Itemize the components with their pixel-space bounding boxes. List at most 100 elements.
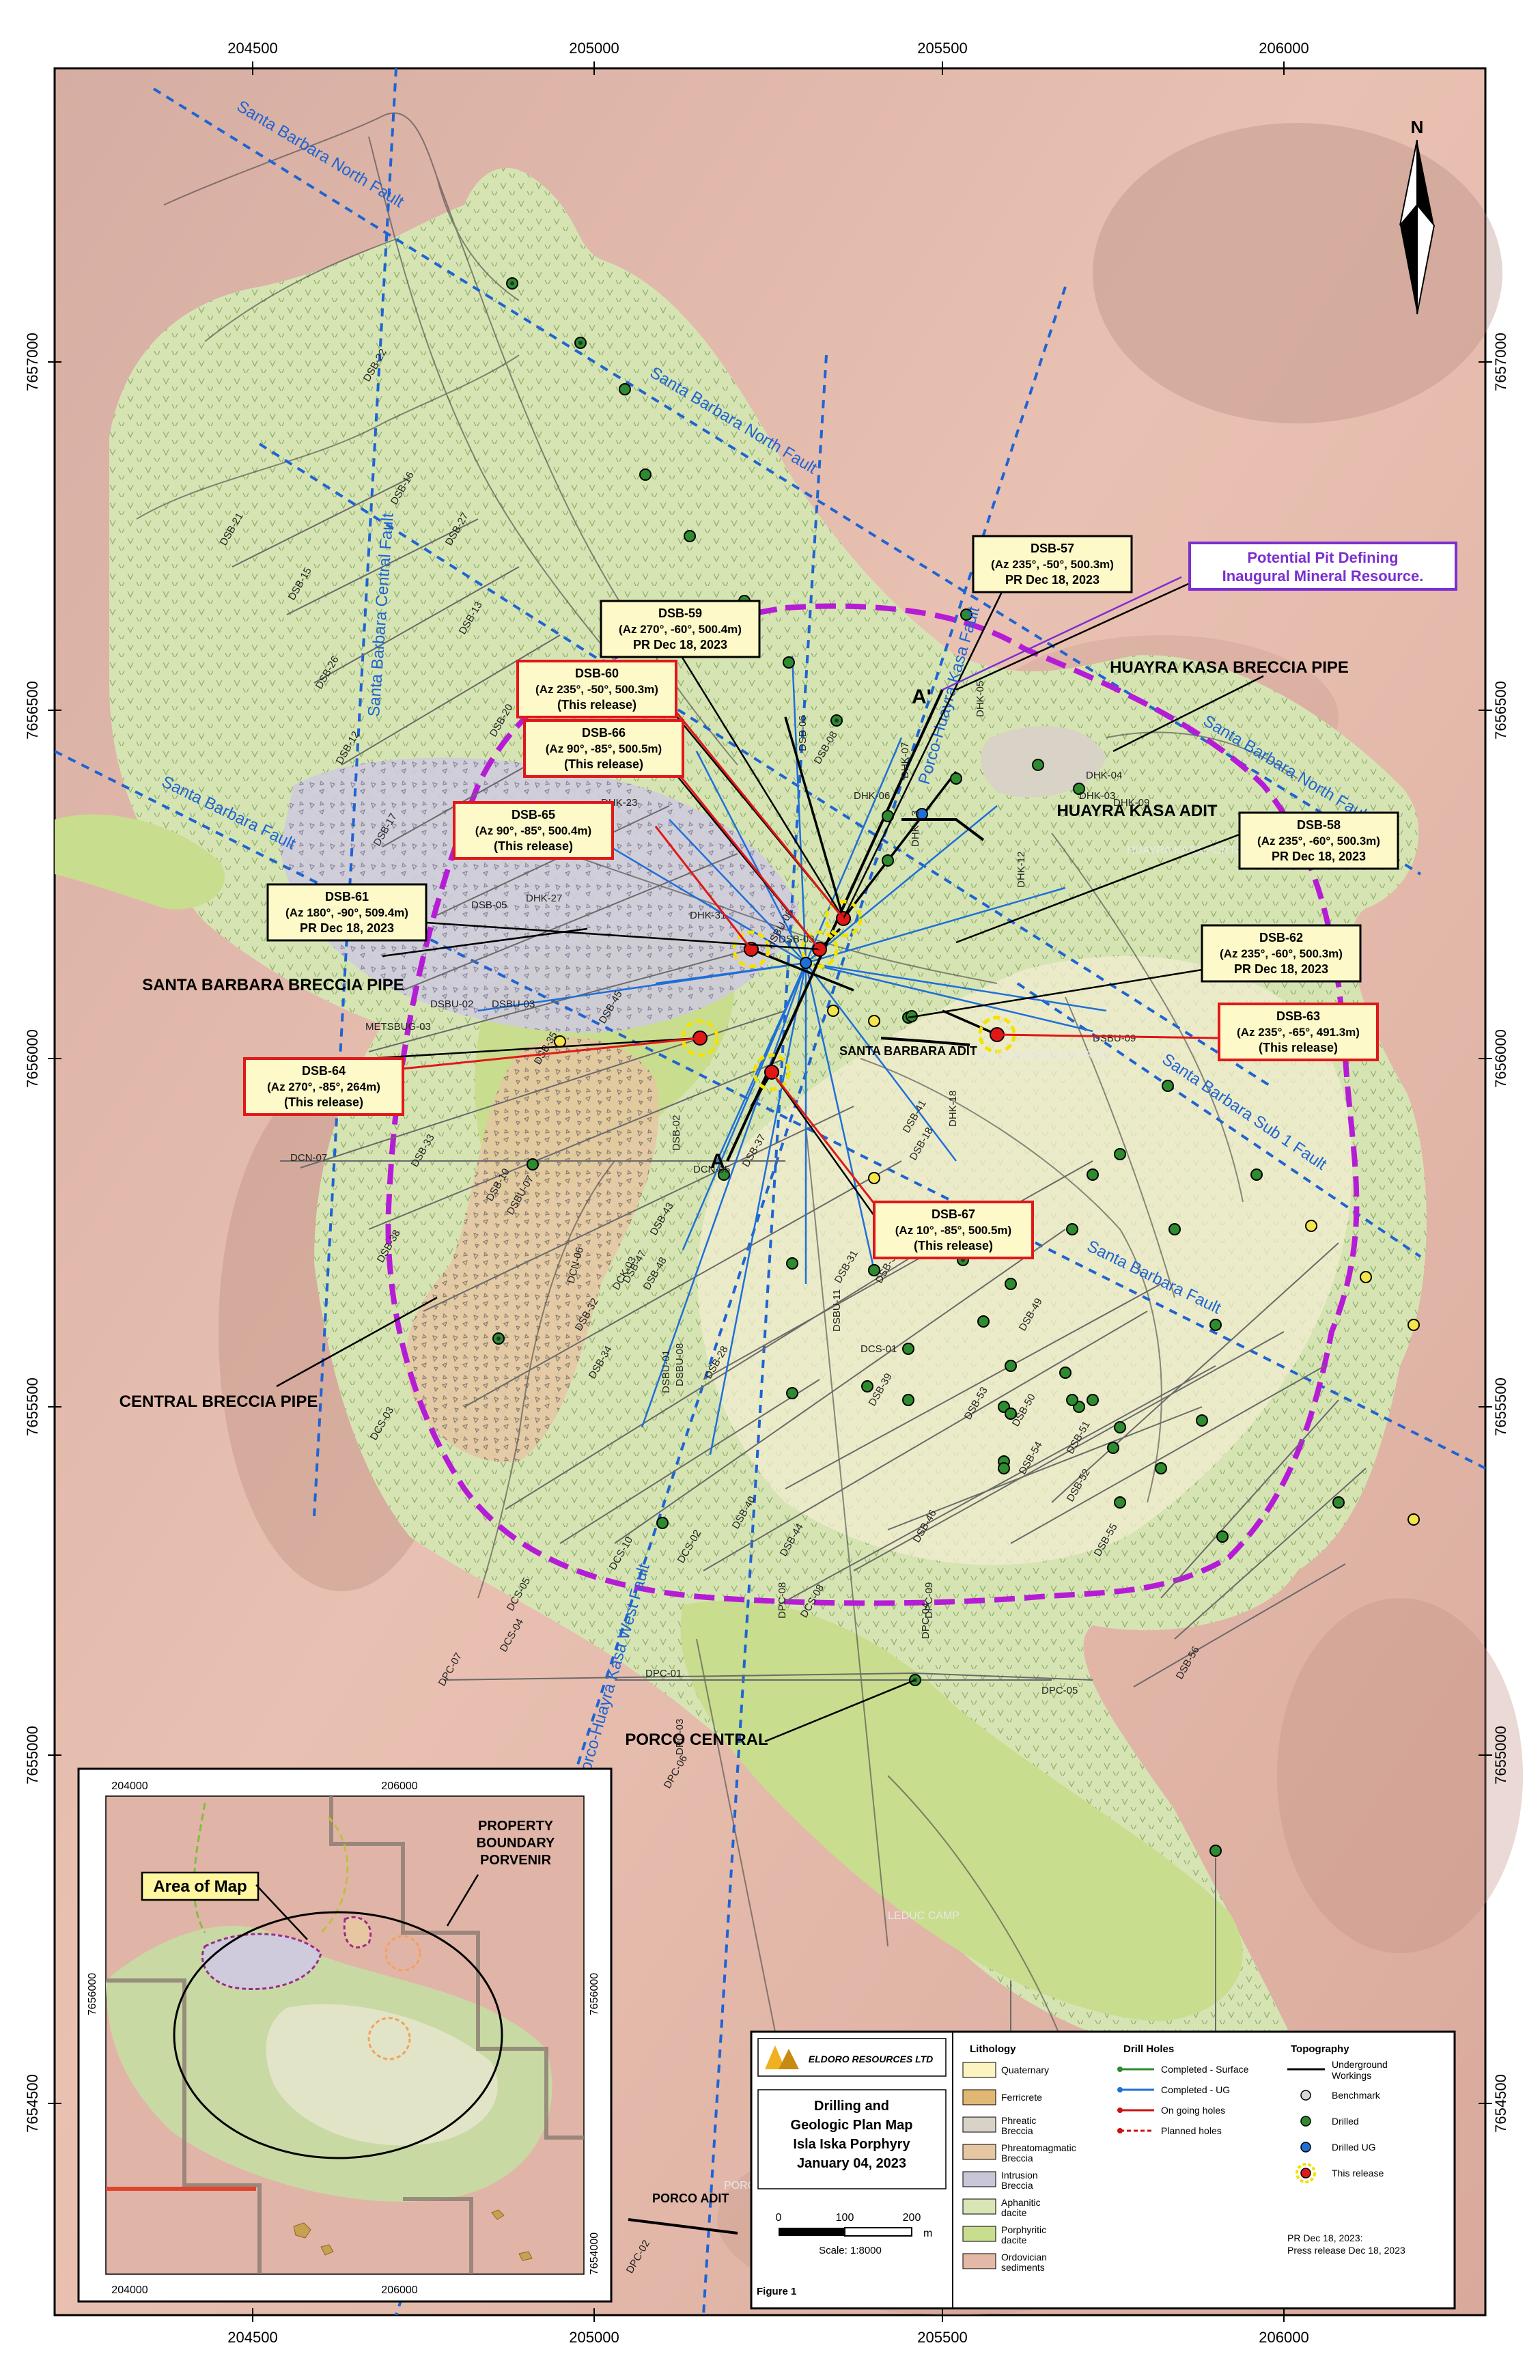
callout-line: (Az 235°, -65°, 491.3m) xyxy=(1237,1026,1360,1039)
hole-callouts: DSB-57(Az 235°, -50°, 500.3m)PR Dec 18, … xyxy=(243,535,1399,1259)
callout-line: (Az 90°, -85°, 500.5m) xyxy=(546,742,662,755)
hole-label: DHK-27 xyxy=(526,893,562,904)
callout-dsb-63: DSB-63(Az 235°, -65°, 491.3m)(This relea… xyxy=(1218,1003,1379,1061)
hole-label: DSBU-03 xyxy=(492,998,535,1010)
callout-line: DSB-67 xyxy=(932,1207,975,1221)
x-tick-top: 205000 xyxy=(569,40,619,57)
callout-leaders xyxy=(276,573,1264,1743)
callout-line: (This release) xyxy=(564,757,643,771)
svg-text:CENTRAL BRECCIA PIPE: CENTRAL BRECCIA PIPE xyxy=(120,1392,318,1411)
svg-text:PORVENIR: PORVENIR xyxy=(480,1853,552,1868)
y-tick-right: 7655000 xyxy=(1492,1726,1509,1784)
aphanitic-dacite-pattern xyxy=(109,167,1427,2058)
callout-line: PR Dec 18, 2023 xyxy=(633,638,727,652)
legend-panel: ELDORO RESOURCES LTD Drilling and Geolog… xyxy=(750,2030,1456,2310)
grid-ticks xyxy=(48,61,1492,2322)
svg-text:Inaugural Mineral Resource.: Inaugural Mineral Resource. xyxy=(1222,568,1424,585)
scale-bar xyxy=(779,2228,845,2236)
svg-text:dacite: dacite xyxy=(1001,2235,1027,2245)
svg-text:January 04, 2023: January 04, 2023 xyxy=(797,2156,906,2171)
hole-label: DCN-05 xyxy=(693,1164,730,1175)
svg-text:Completed - UG: Completed - UG xyxy=(1161,2084,1230,2095)
svg-text:dacite: dacite xyxy=(1001,2207,1027,2218)
svg-text:Drill Holes: Drill Holes xyxy=(1123,2043,1174,2055)
y-tick-right: 7656000 xyxy=(1492,1029,1509,1088)
ug-collars xyxy=(800,808,928,969)
callout-line: PR Dec 18, 2023 xyxy=(1234,962,1328,976)
porphyritic-dacite-south xyxy=(680,1600,1243,2021)
svg-text:Breccia: Breccia xyxy=(1001,2180,1033,2191)
callout-line: (This release) xyxy=(1259,1041,1338,1054)
legend-drill-item: Planned holes xyxy=(1117,2125,1222,2136)
callout-line: DSB-65 xyxy=(512,808,555,822)
svg-text:Figure 1: Figure 1 xyxy=(757,2286,796,2297)
hole-label: DHK-12 xyxy=(1016,852,1027,888)
callout-dsb-65: DSB-65(Az 90°, -85°, 500.4m)(This releas… xyxy=(453,801,614,860)
svg-text:Intrusion: Intrusion xyxy=(1001,2170,1038,2181)
fault-sb-north-2-line xyxy=(258,443,1272,1087)
legend-drill-item: Completed - Surface xyxy=(1117,2064,1249,2075)
hole-label: DHK-04 xyxy=(1086,770,1122,781)
callout-line: (This release) xyxy=(284,1095,363,1109)
callout-line: PR Dec 18, 2023 xyxy=(300,921,394,935)
north-arrow-icon: N xyxy=(1399,117,1436,315)
hole-label: DHK-07 xyxy=(899,742,911,779)
hole-label: METSBUG-03 xyxy=(365,1021,431,1033)
callout-line: (This release) xyxy=(914,1239,993,1252)
svg-text:Benchmark: Benchmark xyxy=(1332,2090,1381,2101)
svg-text:HUAYRA KASA ADIT: HUAYRA KASA ADIT xyxy=(1056,802,1217,820)
callout-line: (Az 10°, -85°, 500.5m) xyxy=(895,1224,1011,1237)
callout-line: PR Dec 18, 2023 xyxy=(1005,573,1100,587)
y-tick-right: 7657000 xyxy=(1492,333,1509,391)
ug-drill-traces xyxy=(477,655,1107,1455)
callout-dsb-61: DSB-61(Az 180°, -90°, 509.4m)PR Dec 18, … xyxy=(266,883,428,942)
hole-label: DSB-03 xyxy=(779,934,815,945)
svg-text:7654000: 7654000 xyxy=(589,2232,600,2275)
release-leaders xyxy=(368,703,1220,1213)
svg-text:Underground: Underground xyxy=(1332,2059,1388,2070)
y-tick-left: 7654500 xyxy=(24,2074,41,2133)
hole-label: DHK-18 xyxy=(947,1091,959,1127)
svg-text:206000: 206000 xyxy=(381,1780,417,1792)
hole-label: DSBU-08 xyxy=(674,1343,686,1386)
area-of-map-box xyxy=(141,1871,260,1901)
svg-text:Scale: 1:8000: Scale: 1:8000 xyxy=(819,2245,882,2256)
svg-text:Porphyritic: Porphyritic xyxy=(1001,2224,1046,2235)
svg-text:LEDUC CAMP: LEDUC CAMP xyxy=(888,1910,960,1922)
callout-line: DSB-64 xyxy=(302,1064,346,1078)
svg-text:204000: 204000 xyxy=(111,2284,148,2296)
inset-map: Area of Map PROPERTY BOUNDARY PORVENIR 2… xyxy=(77,1767,613,2303)
hole-label: DPC-08 xyxy=(776,1582,788,1619)
svg-text:Lithology: Lithology xyxy=(970,2043,1016,2055)
callout-dsb-64: DSB-64(Az 270°, -85°, 264m)(This release… xyxy=(243,1057,404,1116)
fault-sb-north-line xyxy=(152,87,1422,876)
hole-label: DPC-09 xyxy=(923,1582,935,1619)
callout-line: (Az 235°, -50°, 500.3m) xyxy=(991,558,1114,571)
svg-text:SANTA BARBARA BRECCIA PIPE: SANTA BARBARA BRECCIA PIPE xyxy=(142,976,404,994)
svg-text:Breccia: Breccia xyxy=(1001,2153,1033,2164)
legend-drill-item: Completed - UG xyxy=(1117,2084,1230,2095)
callout-dsb-57: DSB-57(Az 235°, -50°, 500.3m)PR Dec 18, … xyxy=(972,535,1133,593)
svg-text:7656000: 7656000 xyxy=(589,1973,600,2015)
svg-text:Isla Iska Porphyry: Isla Iska Porphyry xyxy=(793,2137,910,2152)
hole-label: DCN-07 xyxy=(290,1152,327,1164)
hole-label: DSBU-11 xyxy=(831,1289,843,1332)
svg-text:Aphanitic: Aphanitic xyxy=(1001,2197,1041,2208)
hole-label: DHK-05 xyxy=(975,681,986,717)
y-tick-right: 7655500 xyxy=(1492,1377,1509,1436)
svg-text:7656000: 7656000 xyxy=(87,1973,98,2015)
section-a-prime-label: A' xyxy=(912,686,932,708)
callout-dsb-60: DSB-60(Az 235°, -50°, 500.3m)(This relea… xyxy=(516,660,677,718)
phreatomagmatic-breccia-pattern xyxy=(406,1037,659,1463)
porco-adit-label: PORCO ADIT xyxy=(652,2192,729,2205)
hole-label: DPC-03 xyxy=(674,1719,686,1755)
callout-line: PR Dec 18, 2023 xyxy=(1272,850,1366,863)
hole-label: DHK-31 xyxy=(690,910,726,921)
svg-text:N: N xyxy=(1411,117,1424,137)
portal-labels: HUAYRA KASA PORTAL SANTA BARBARA PORTAL … xyxy=(724,845,1248,2192)
